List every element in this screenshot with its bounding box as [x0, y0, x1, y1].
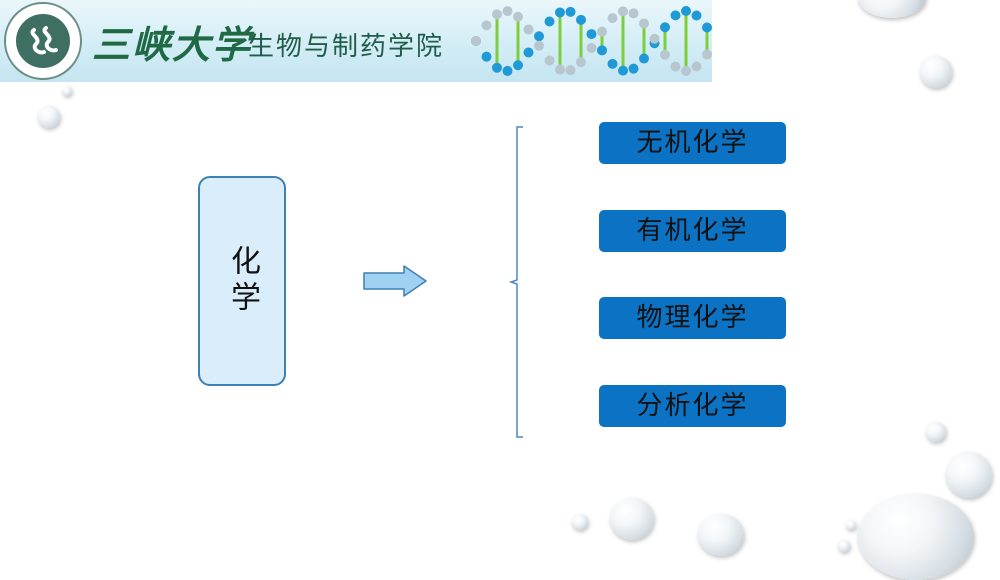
branch-organic-chemistry: 有机化学: [599, 210, 786, 252]
dna-bead: [565, 6, 576, 17]
dna-bead: [492, 62, 502, 73]
dna-bead: [670, 10, 681, 21]
water-drop: [38, 106, 60, 128]
dna-bead: [681, 65, 691, 76]
dna-bead: [607, 13, 618, 24]
dna-bead: [523, 47, 534, 58]
dna-bead: [471, 36, 481, 46]
dna-bead: [691, 10, 702, 21]
dna-bead: [513, 11, 523, 22]
water-drop: [610, 498, 654, 540]
water-drop: [846, 520, 856, 530]
water-drop: [858, 0, 926, 18]
water-drop: [946, 452, 992, 498]
dna-bead: [523, 24, 534, 35]
dna-bead: [586, 42, 597, 53]
dna-bead: [544, 55, 555, 66]
dna-bead: [670, 61, 681, 72]
dna-bead: [502, 65, 513, 76]
dna-bead: [555, 64, 565, 75]
dna-bead: [481, 20, 492, 31]
dna-bead: [660, 22, 670, 33]
left-brace-icon: [508, 126, 523, 438]
dna-bead: [702, 49, 712, 60]
university-seal-icon: [4, 2, 82, 80]
dna-bead: [534, 31, 544, 42]
water-drop: [838, 540, 850, 552]
dna-bead: [534, 40, 544, 51]
dna-bead: [597, 45, 607, 56]
water-drop: [926, 422, 946, 442]
dna-helix-icon: [471, 6, 712, 76]
water-drop: [920, 56, 952, 88]
dna-bead: [639, 18, 649, 29]
dna-bead: [639, 53, 649, 64]
dna-bead: [628, 63, 639, 74]
water-drop: [62, 86, 72, 96]
dna-bead: [649, 33, 660, 44]
dna-bead: [618, 6, 628, 17]
dna-bead: [555, 7, 565, 18]
branch-analytical-chemistry: 分析化学: [599, 385, 786, 427]
dna-bead: [492, 9, 502, 20]
main-concept-label: 化学: [225, 245, 260, 317]
university-name: 三峡大学: [92, 22, 253, 67]
right-arrow-icon: [363, 265, 427, 297]
dna-bead: [702, 22, 712, 33]
dna-bead: [565, 65, 576, 76]
dna-bead: [576, 57, 586, 68]
branch-inorganic-chemistry: 无机化学: [599, 122, 786, 164]
dna-bead: [513, 60, 523, 71]
main-concept-box: 化学: [198, 176, 286, 386]
seal-mark: [30, 26, 58, 55]
dna-bead: [607, 58, 618, 69]
dna-bead: [597, 26, 607, 37]
dna-bead: [681, 6, 691, 17]
seal-inner: [16, 14, 70, 68]
dna-bead: [628, 8, 639, 19]
water-drop: [572, 514, 588, 530]
header-banner: 三峡大学 生物与制药学院: [0, 0, 712, 82]
college-name: 生物与制药学院: [248, 32, 445, 62]
dna-bead: [544, 16, 555, 27]
dna-bead: [691, 61, 702, 72]
water-drop: [858, 494, 974, 580]
dna-bead: [618, 65, 628, 76]
dna-bead: [502, 6, 513, 17]
dna-bead: [481, 51, 492, 62]
water-drop: [698, 514, 744, 556]
dna-bead: [576, 14, 586, 25]
branch-physical-chemistry: 物理化学: [599, 297, 786, 339]
dna-bead: [586, 29, 597, 40]
dna-bead: [660, 49, 670, 60]
